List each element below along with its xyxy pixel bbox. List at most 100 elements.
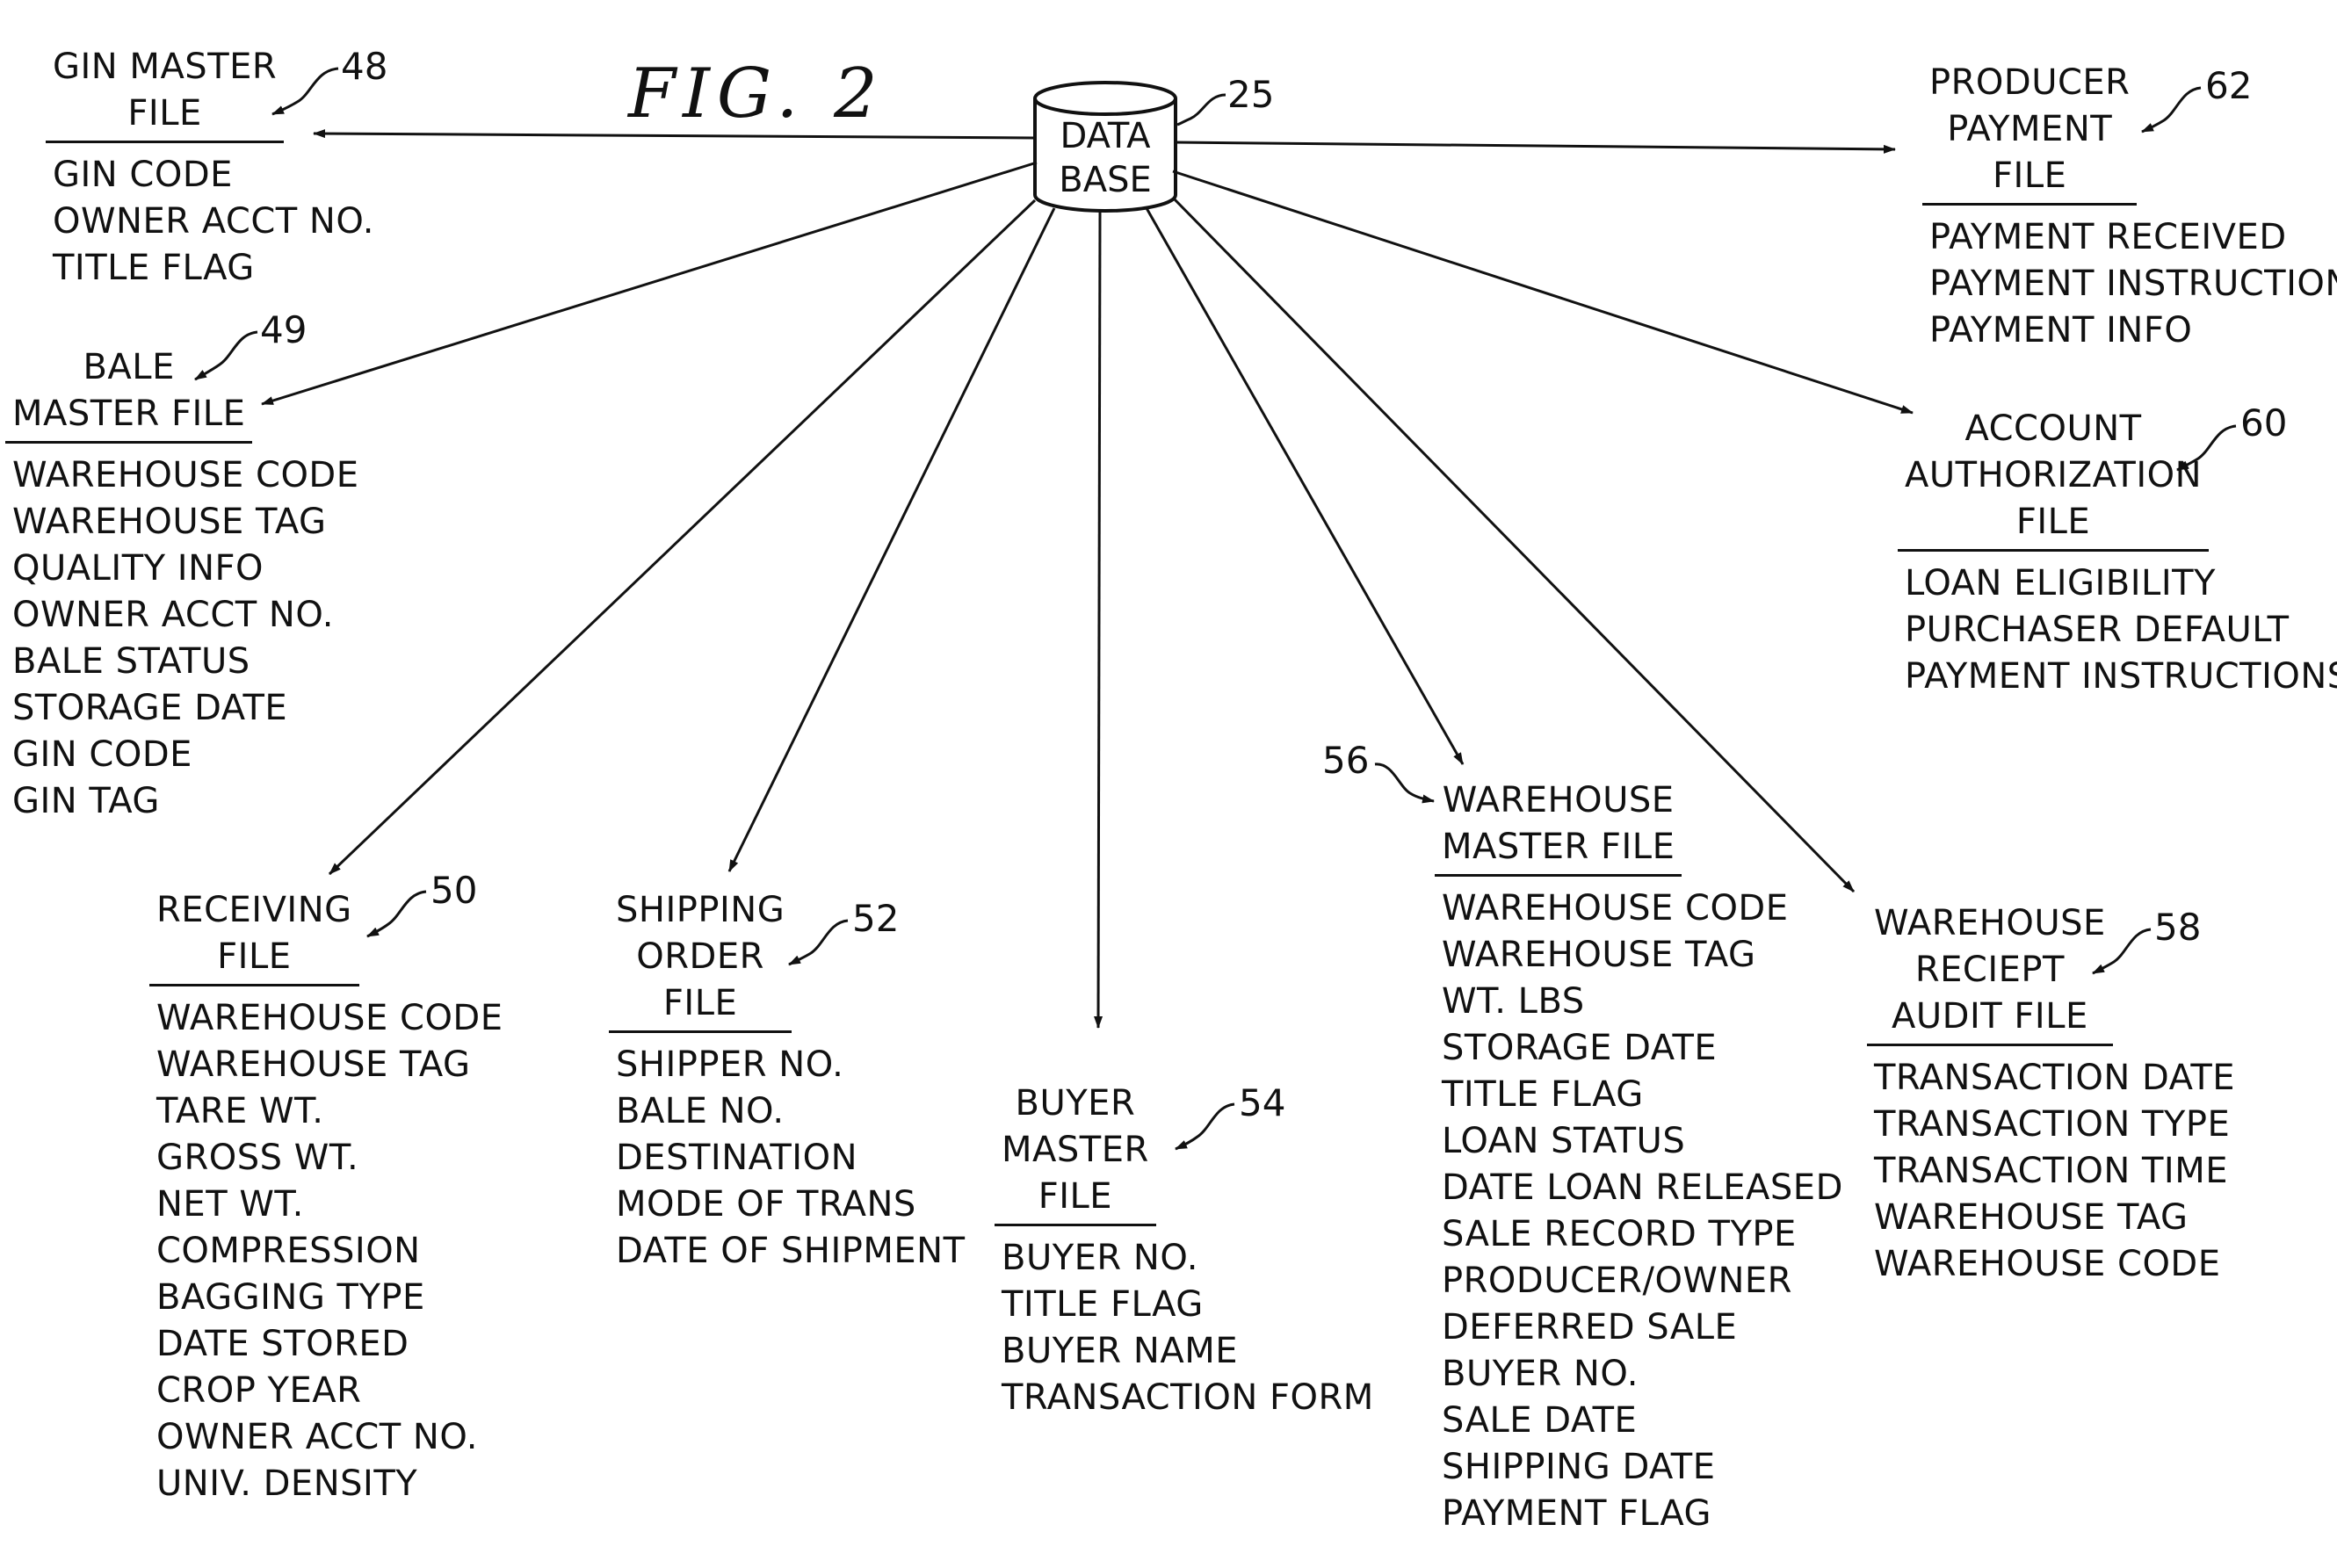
file-field: BUYER NAME — [1002, 1331, 1239, 1371]
file-field: PRODUCER/OWNER — [1442, 1261, 1792, 1301]
database-cylinder-icon — [1033, 81, 1177, 213]
file-title-line: AUDIT FILE — [1892, 996, 2088, 1037]
leader-52 — [788, 919, 849, 966]
shipping-order-file: SHIPPING ORDER FILE SHIPPER NO. BALE NO.… — [609, 887, 966, 1275]
warehouse-receipt-audit-file: WAREHOUSE RECIEPT AUDIT FILE TRANSACTION… — [1867, 900, 2235, 1288]
file-field: WAREHOUSE TAG — [1442, 935, 1756, 975]
file-title: SHIPPING ORDER FILE — [609, 887, 792, 1033]
file-field: WAREHOUSE CODE — [1874, 1244, 2221, 1284]
file-title: WAREHOUSE MASTER FILE — [1435, 777, 1682, 877]
file-title-line: FILE — [1038, 1176, 1113, 1217]
file-field: PAYMENT INSTRUCTIONS — [1905, 656, 2337, 697]
bale-master-file: BALE MASTER FILE WAREHOUSE CODE WAREHOUS… — [5, 344, 359, 825]
arrow-to-shipping-order — [727, 207, 1056, 872]
leader-48 — [271, 67, 339, 116]
file-title-line: RECEIVING — [156, 890, 352, 930]
file-field: DATE LOAN RELEASED — [1442, 1167, 1843, 1208]
file-title-line: ACCOUNT — [1964, 408, 2142, 449]
file-field: UNIV. DENSITY — [156, 1463, 418, 1504]
file-title: RECEIVING FILE — [149, 887, 359, 986]
file-field: COMPRESSION — [156, 1231, 421, 1271]
file-field: BALE STATUS — [12, 641, 250, 682]
file-field: SHIPPER NO. — [616, 1044, 844, 1085]
database-label-line: BASE — [1059, 160, 1152, 200]
file-field: WAREHOUSE CODE — [1442, 888, 1789, 929]
leader-49 — [194, 330, 258, 381]
file-field: SHIPPING DATE — [1442, 1447, 1716, 1487]
file-title-line: MASTER — [1002, 1130, 1149, 1170]
file-title: GIN MASTER FILE — [46, 44, 285, 143]
leader-60 — [2176, 424, 2237, 472]
file-field: PAYMENT FLAG — [1442, 1493, 1711, 1534]
file-title-line: WAREHOUSE — [1874, 903, 2106, 943]
file-field: GROSS WT. — [156, 1138, 359, 1178]
file-field: OWNER ACCT NO. — [12, 595, 334, 635]
arrow-to-producer-payment — [1175, 141, 1896, 154]
file-title-line: MASTER FILE — [1442, 827, 1675, 867]
file-field: TRANSACTION FORM — [1002, 1377, 1374, 1418]
file-field: OWNER ACCT NO. — [156, 1417, 478, 1457]
file-field: TRANSACTION TYPE — [1874, 1104, 2231, 1145]
ref-number-60: 60 — [2240, 401, 2288, 444]
file-field: LOAN ELIGIBILITY — [1905, 563, 2216, 603]
file-title-line: BUYER — [1015, 1083, 1136, 1124]
file-title: ACCOUNT AUTHORIZATION FILE — [1898, 406, 2210, 552]
arrow-to-gin-master — [313, 129, 1036, 140]
leader-50 — [366, 890, 427, 938]
file-title-line: FILE — [2015, 502, 2091, 542]
arrow-to-account-authorization — [1172, 170, 1914, 415]
ref-number-62: 62 — [2205, 64, 2253, 107]
gin-master-file: GIN MASTER FILE GIN CODE OWNER ACCT NO. … — [46, 44, 374, 292]
ref-number-25: 25 — [1227, 73, 1275, 116]
file-field: MODE OF TRANS — [616, 1184, 916, 1225]
file-title-line: AUTHORIZATION — [1905, 455, 2203, 495]
ref-number-49: 49 — [260, 308, 308, 351]
leader-62 — [2141, 86, 2202, 134]
file-field: TRANSACTION DATE — [1874, 1058, 2236, 1098]
leader-54 — [1175, 1102, 1235, 1151]
file-field: STORAGE DATE — [12, 688, 288, 728]
leader-25 — [1176, 93, 1226, 126]
arrow-to-warehouse-master — [1145, 207, 1465, 765]
file-title-line: BALE — [83, 347, 175, 387]
file-title-line: FILE — [1993, 155, 2067, 196]
file-title-line: SHIPPING — [616, 890, 785, 930]
file-field: PAYMENT INFO — [1929, 310, 2193, 350]
file-field: LOAN STATUS — [1442, 1121, 1686, 1161]
file-field: BAGGING TYPE — [156, 1277, 425, 1318]
ref-number-48: 48 — [341, 45, 388, 88]
buyer-master-file: BUYER MASTER FILE BUYER NO. TITLE FLAG B… — [995, 1080, 1374, 1421]
file-title: BALE MASTER FILE — [5, 344, 253, 444]
arrow-to-buyer-master — [1094, 211, 1103, 1029]
database-label-line: DATA — [1060, 116, 1151, 156]
file-title-line: FILE — [127, 93, 202, 134]
database-label: DATA BASE — [1035, 114, 1176, 202]
file-field: DATE OF SHIPMENT — [616, 1231, 966, 1271]
file-title-line: FILE — [217, 936, 292, 977]
leader-58 — [2092, 928, 2152, 975]
file-field: TITLE FLAG — [1002, 1284, 1204, 1325]
arrow-to-warehouse-receipt-audit — [1171, 196, 1856, 893]
warehouse-master-file: WAREHOUSE MASTER FILE WAREHOUSE CODE WAR… — [1435, 777, 1843, 1537]
file-field: SALE RECORD TYPE — [1442, 1214, 1797, 1254]
file-title: PRODUCER PAYMENT FILE — [1922, 60, 2138, 206]
file-field: GIN CODE — [12, 734, 192, 775]
file-title-line: PAYMENT — [1947, 109, 2113, 149]
leader-56 — [1374, 762, 1435, 804]
file-field: NET WT. — [156, 1184, 304, 1225]
file-field: PURCHASER DEFAULT — [1905, 610, 2290, 650]
ref-number-54: 54 — [1239, 1081, 1286, 1124]
file-field: WAREHOUSE CODE — [156, 998, 503, 1038]
file-field: WT. LBS — [1442, 981, 1585, 1022]
file-title-line: WAREHOUSE — [1442, 780, 1675, 820]
ref-number-50: 50 — [430, 869, 478, 912]
account-authorization-file: ACCOUNT AUTHORIZATION FILE LOAN ELIGIBIL… — [1898, 406, 2337, 700]
file-title-line: FILE — [662, 983, 738, 1023]
producer-payment-file: PRODUCER PAYMENT FILE PAYMENT RECEIVED P… — [1922, 60, 2337, 354]
file-title-line: RECIEPT — [1914, 950, 2065, 990]
file-title: BUYER MASTER FILE — [995, 1080, 1156, 1226]
file-title-line: ORDER — [636, 936, 764, 977]
receiving-file: RECEIVING FILE WAREHOUSE CODE WAREHOUSE … — [149, 887, 503, 1507]
file-field: TARE WT. — [156, 1091, 324, 1131]
